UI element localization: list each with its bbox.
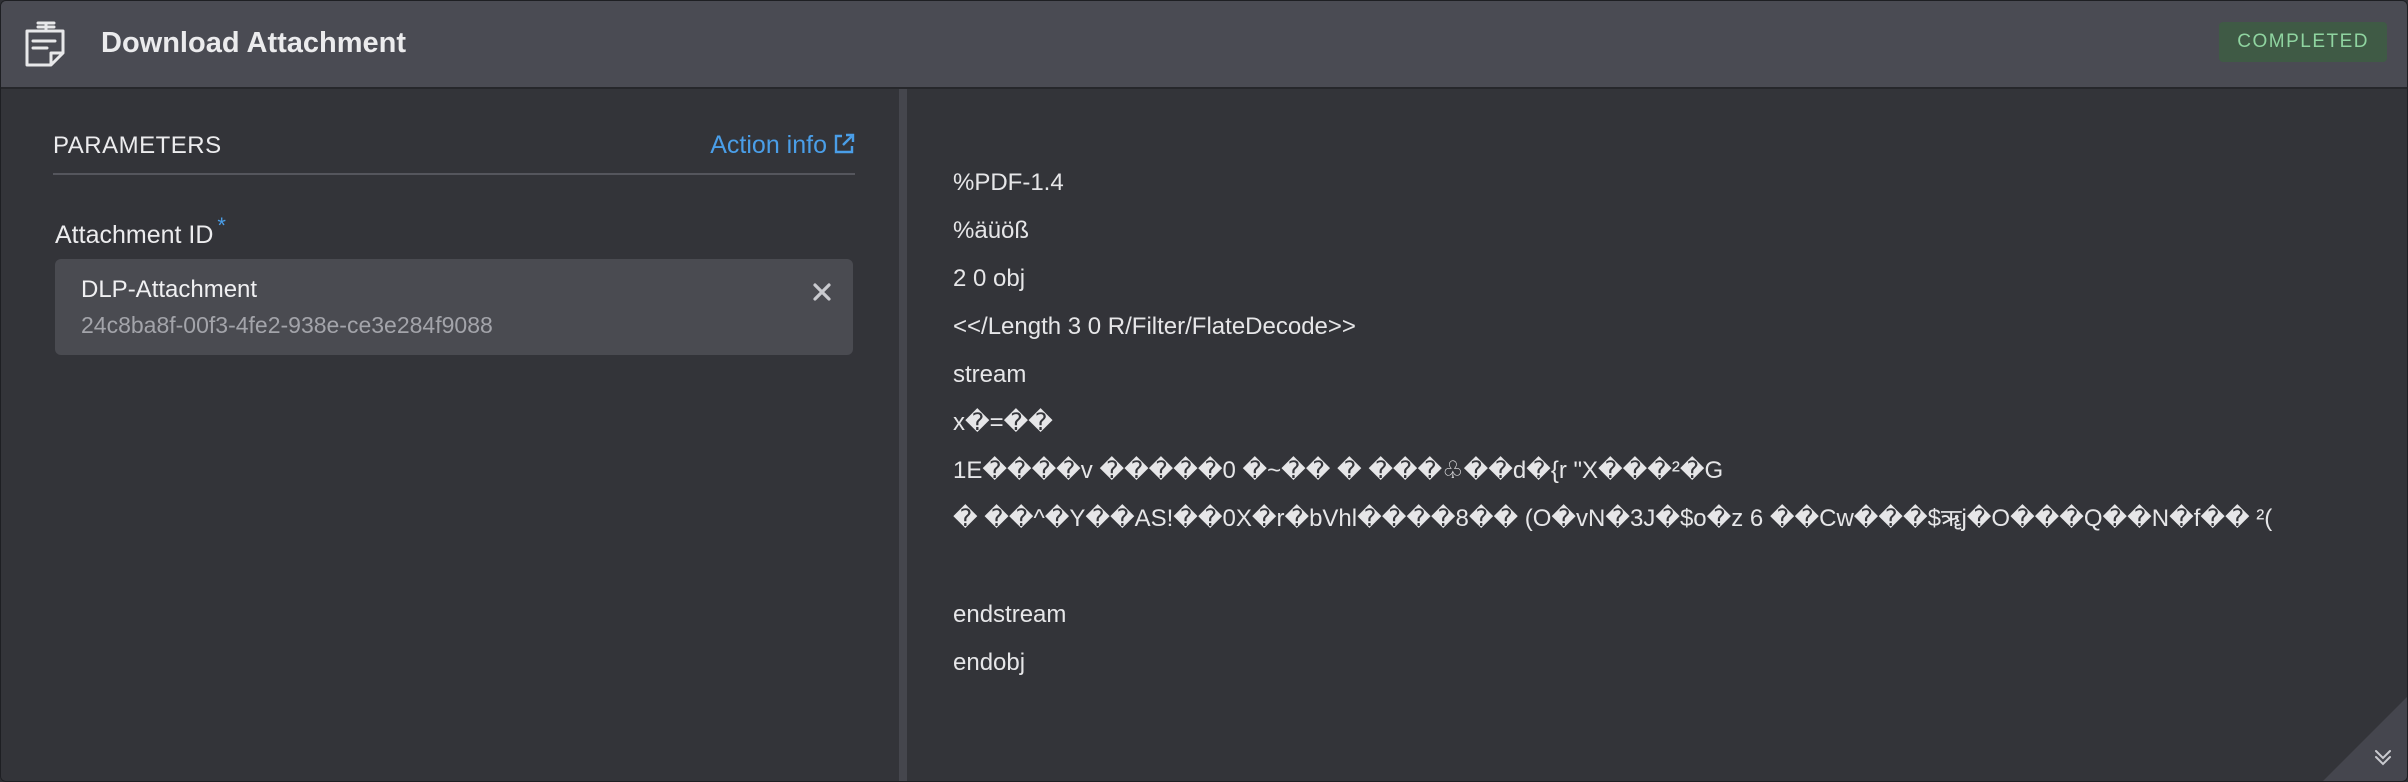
corner-fold xyxy=(2323,697,2407,781)
double-chevron-down-icon[interactable] xyxy=(2371,745,2395,769)
output-line: stream xyxy=(953,361,1027,388)
output-line: endstream xyxy=(953,601,1067,628)
parameters-heading: PARAMETERS xyxy=(53,132,222,159)
attachment-name: DLP-Attachment xyxy=(81,276,258,303)
action-info-label: Action info xyxy=(710,131,827,159)
output-line: %PDF-1.4 xyxy=(953,169,1064,196)
status-badge: COMPLETED xyxy=(2219,22,2387,62)
output-line xyxy=(953,543,2272,591)
output-line: 1E����v �����0 �~�� � ���♧��d�{r "X���²�… xyxy=(953,457,1724,484)
close-icon xyxy=(813,283,831,301)
panel-splitter[interactable] xyxy=(899,89,907,781)
output-line: %äüöß xyxy=(953,217,1030,244)
output-line: x�=�� xyxy=(953,409,1053,436)
output-line: � ��^�Y��AS!��0X�r�bVhl����8�� (O�vN�3J�… xyxy=(953,505,2273,532)
parameters-panel: PARAMETERS Action info Attachment ID* DL… xyxy=(1,89,899,781)
output-line: <</Length 3 0 R/Filter/FlateDecode>> xyxy=(953,313,1356,340)
section-divider xyxy=(53,173,855,175)
attachment-id-value-box[interactable]: DLP-Attachment 24c8ba8f-00f3-4fe2-938e-c… xyxy=(55,259,853,355)
external-link-icon xyxy=(834,133,855,154)
output-line: 2 0 obj xyxy=(953,265,1026,292)
attachment-id-value: 24c8ba8f-00f3-4fe2-938e-ce3e284f9088 xyxy=(81,312,493,338)
window-header: Download Attachment COMPLETED xyxy=(1,1,2407,89)
note-document-icon xyxy=(21,17,71,69)
page-title: Download Attachment xyxy=(101,27,407,59)
clear-attachment-button[interactable] xyxy=(807,277,837,307)
required-marker: * xyxy=(217,213,226,238)
action-info-link[interactable]: Action info xyxy=(710,130,855,160)
output-panel: %PDF-1.4 %äüöß 2 0 obj <</Length 3 0 R/Filt… xyxy=(907,89,2407,781)
output-line: endobj xyxy=(953,649,1026,676)
output-text: %PDF-1.4 %äüöß 2 0 obj <</Length 3 0 R/Filt… xyxy=(953,159,2272,687)
attachment-id-label: Attachment ID* xyxy=(55,211,226,250)
attachment-id-label-text: Attachment ID xyxy=(55,221,214,249)
